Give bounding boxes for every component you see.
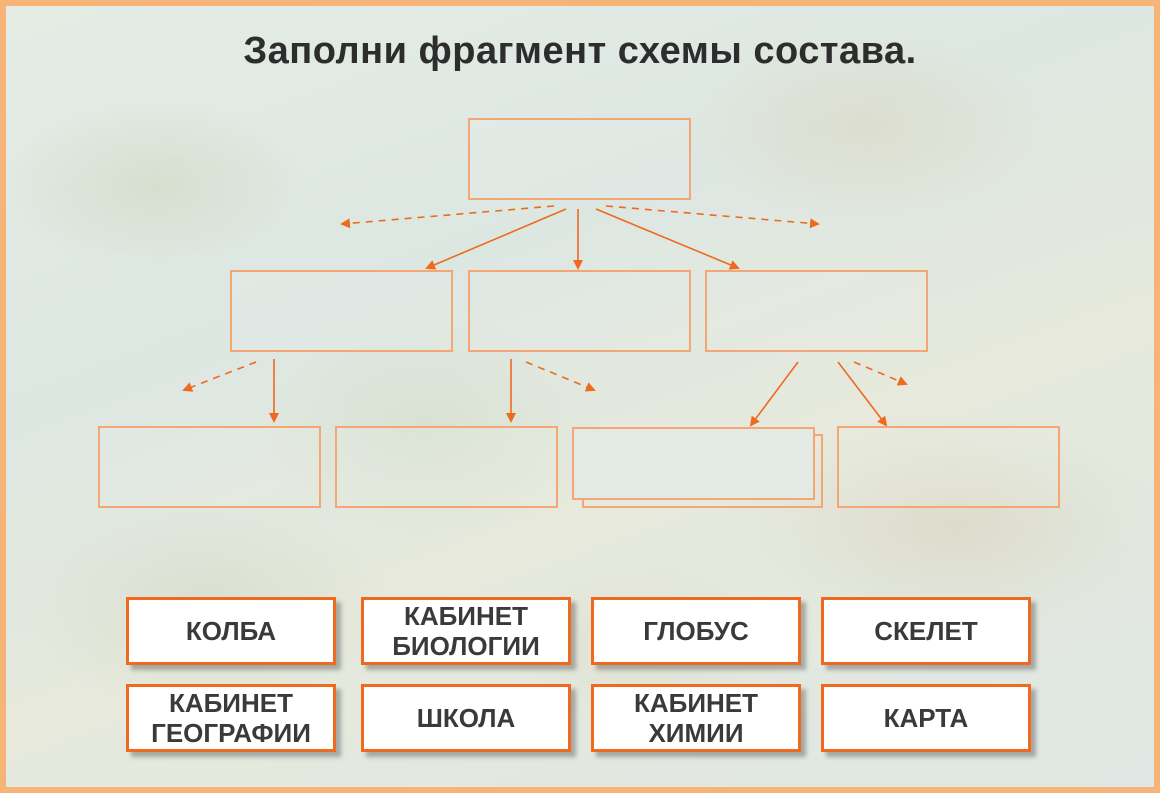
arrow-top-to-left [425, 208, 567, 270]
arrow-top-dashed-left [340, 205, 555, 229]
card-globus[interactable]: ГЛОБУС [591, 597, 801, 665]
arrow-right-dashed [853, 361, 908, 386]
diagram-arrows [182, 205, 908, 427]
slot-level2-middle[interactable] [468, 270, 691, 352]
card-kabinet-biologii[interactable]: КАБИНЕТ БИОЛОГИИ [361, 597, 571, 665]
slot-level3-3[interactable] [572, 427, 815, 500]
arrow-top-to-right [595, 208, 740, 270]
page-title: Заполни фрагмент схемы состава. [243, 30, 917, 72]
card-kabinet-geografii[interactable]: КАБИНЕТ ГЕОГРАФИИ [126, 684, 336, 752]
slot-top[interactable] [468, 118, 691, 200]
arrow-right-to-sub-right [837, 361, 888, 427]
card-kabinet-himii[interactable]: КАБИНЕТ ХИМИИ [591, 684, 801, 752]
card-skelet[interactable]: СКЕЛЕТ [821, 597, 1031, 665]
arrow-left-dashed [182, 361, 257, 392]
card-kolba[interactable]: КОЛБА [126, 597, 336, 665]
arrow-middle-dashed [525, 361, 596, 392]
arrow-right-to-sub-left [749, 361, 799, 427]
slot-level3-2[interactable] [335, 426, 558, 508]
arrow-top-dashed-right [605, 205, 820, 229]
slot-level2-right[interactable] [705, 270, 928, 352]
slot-level3-4[interactable] [837, 426, 1060, 508]
slot-level2-left[interactable] [230, 270, 453, 352]
card-karta[interactable]: КАРТА [821, 684, 1031, 752]
card-shkola[interactable]: ШКОЛА [361, 684, 571, 752]
slot-level3-1[interactable] [98, 426, 321, 508]
